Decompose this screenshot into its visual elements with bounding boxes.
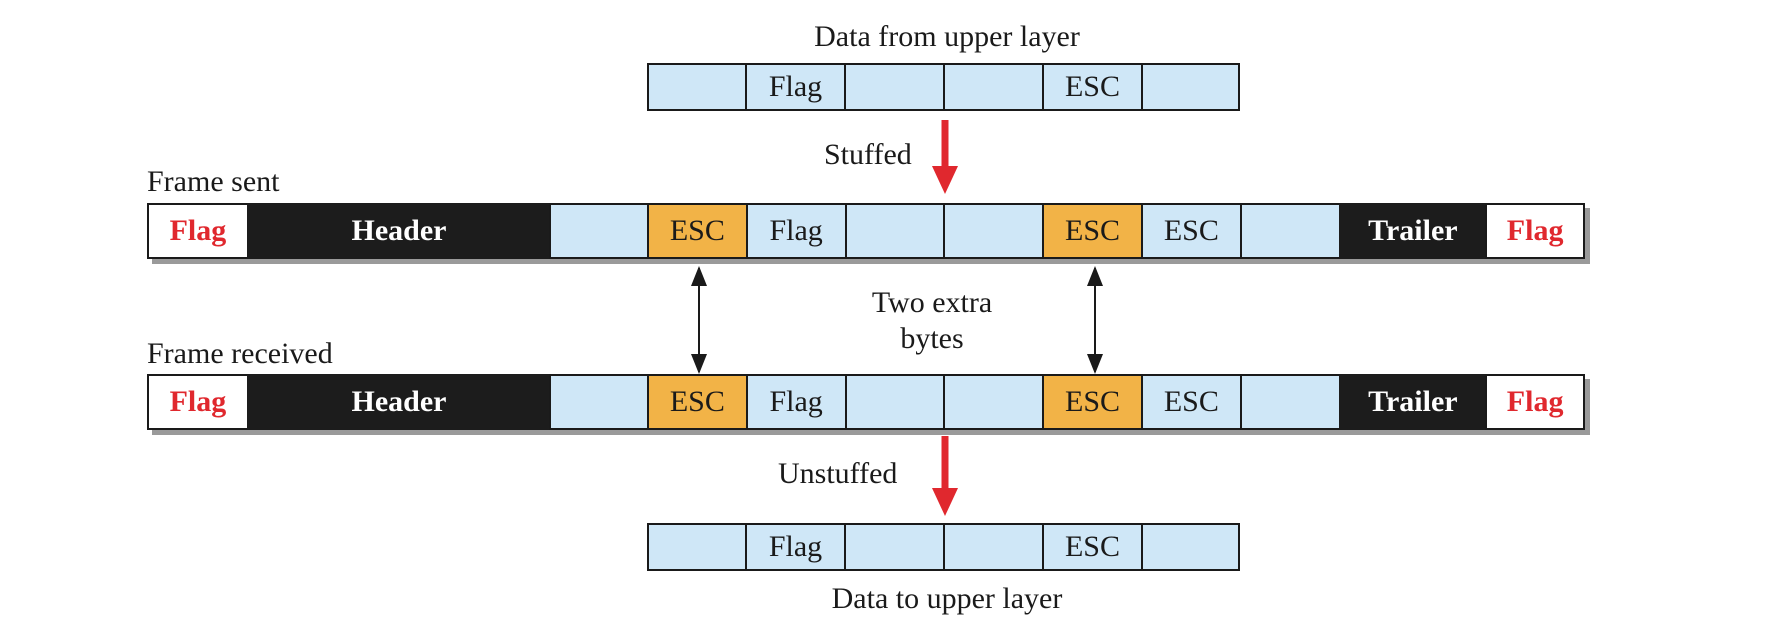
- header-field: Header: [246, 374, 552, 430]
- upper-data-byte: [1141, 523, 1240, 571]
- frame-received-label: Frame received: [147, 337, 333, 370]
- upper-data-byte: [844, 523, 945, 571]
- upper-data-byte: [647, 523, 747, 571]
- upper-layer-data-block: Flag ESC: [647, 63, 1240, 111]
- two-extra-bytes-label-line2: bytes: [900, 322, 964, 355]
- two-extra-bytes-label-line1: Two extra: [871, 286, 993, 319]
- flag-byte: Flag: [147, 374, 249, 430]
- upper-data-byte: [943, 63, 1044, 111]
- unstuffed-label: Unstuffed: [778, 457, 898, 490]
- data-byte: [1239, 203, 1341, 259]
- upper-data-byte: [1141, 63, 1240, 111]
- data-to-upper-layer-label: Data to upper layer: [831, 582, 1063, 615]
- trailer-field: Trailer: [1338, 203, 1488, 259]
- frame-sent: Flag Header ESC Flag ESC ESC Trailer Fla…: [147, 203, 1586, 259]
- upper-layer-data-block-received: Flag ESC: [647, 523, 1240, 571]
- header-field: Header: [246, 203, 552, 259]
- flag-byte: Flag: [147, 203, 249, 259]
- stuffed-esc-byte: ESC: [646, 203, 748, 259]
- data-byte: [943, 374, 1045, 430]
- data-byte: Flag: [745, 203, 847, 259]
- data-byte: Flag: [745, 374, 847, 430]
- data-from-upper-layer-label: Data from upper layer: [814, 20, 1080, 53]
- stuffed-label: Stuffed: [824, 138, 912, 171]
- stuffed-esc-byte: ESC: [1042, 374, 1143, 430]
- data-byte: [844, 203, 946, 259]
- upper-data-byte: Flag: [745, 523, 846, 571]
- data-byte: [549, 203, 649, 259]
- stuffed-esc-byte: ESC: [1042, 203, 1143, 259]
- data-byte: [943, 203, 1045, 259]
- unstuffed-arrow: [932, 436, 958, 516]
- upper-data-byte: ESC: [1042, 63, 1143, 111]
- data-byte: [549, 374, 649, 430]
- upper-data-byte: [647, 63, 747, 111]
- data-byte: ESC: [1140, 374, 1242, 430]
- upper-data-byte: Flag: [745, 63, 846, 111]
- flag-byte: Flag: [1485, 203, 1586, 259]
- frame-sent-label: Frame sent: [147, 165, 280, 198]
- trailer-field: Trailer: [1338, 374, 1488, 430]
- frame-received: Flag Header ESC Flag ESC ESC Trailer Fla…: [147, 374, 1586, 430]
- data-byte: ESC: [1140, 203, 1242, 259]
- flag-byte: Flag: [1485, 374, 1586, 430]
- upper-data-byte: ESC: [1042, 523, 1143, 571]
- stuffed-arrow: [932, 120, 958, 194]
